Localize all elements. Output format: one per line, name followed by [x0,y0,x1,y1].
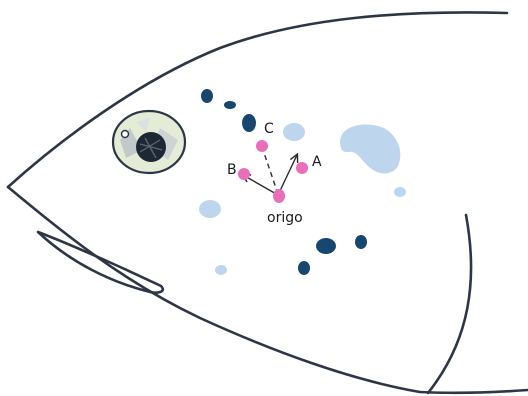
label-c: C [264,121,274,137]
label-a: A [312,154,322,170]
dark-spot [298,261,310,275]
gill-line [428,215,471,393]
vectors [243,147,297,195]
light-spot [283,123,305,141]
fish-back-outline [8,12,507,187]
light-spot [215,265,227,275]
point-a [296,162,308,174]
dark-spot [316,238,336,254]
light-spot [199,200,221,218]
lower-jaw-outline [38,232,163,293]
label-origin: origo [267,210,303,226]
light-spot-large [340,124,400,173]
vector-origin-a [278,155,297,195]
dark-spot [201,89,213,103]
point-c [256,140,268,152]
dark-spot [355,235,367,249]
label-b: B [227,162,237,178]
point-origin [273,189,285,203]
dark-spot [242,114,256,132]
light-spots [199,123,406,275]
dark-spot [224,101,236,109]
point-b [238,168,250,180]
eye [113,111,185,173]
light-spot [394,187,406,197]
points [238,140,308,203]
